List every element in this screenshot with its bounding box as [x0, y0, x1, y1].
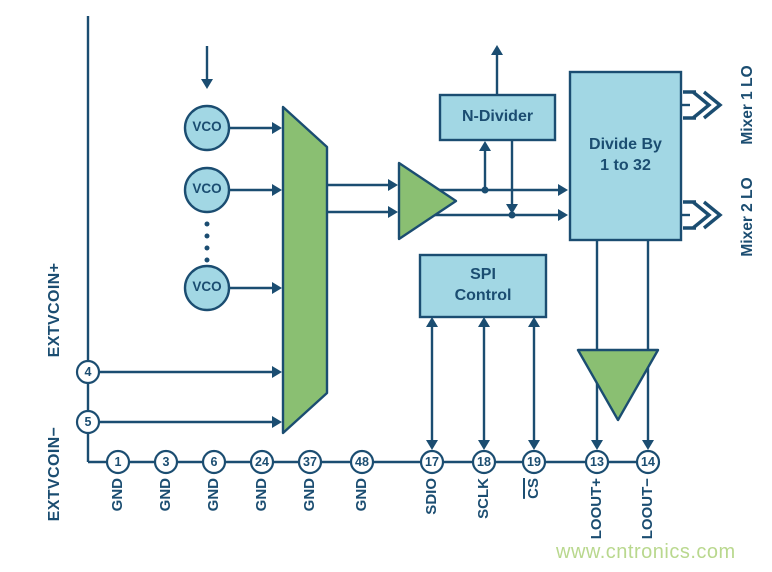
divide-by-line1: Divide By	[589, 136, 662, 154]
n-divider-label: N-Divider	[440, 95, 555, 140]
spi-line2: Control	[454, 287, 512, 304]
mixer-2-lo-label: Mixer 2 LO	[739, 177, 756, 257]
pin-circle-19	[521, 449, 547, 475]
pin-label-gnd-37: GND	[301, 478, 318, 512]
mux-to-amp-upper-arrowhead-icon	[388, 179, 398, 191]
pin-circle-14	[635, 449, 661, 475]
pin-number-37: 37	[303, 455, 317, 469]
extvcoin-plus-label: EXTVCOIN+	[46, 262, 63, 358]
pin-number-19: 19	[527, 455, 541, 469]
n-divider-block	[438, 93, 557, 142]
pin-number-1: 1	[114, 455, 122, 469]
pin-number-17: 17	[425, 455, 439, 469]
spi-line1: SPI	[470, 266, 496, 284]
vco-ellipsis-dot	[204, 245, 210, 251]
pin-label-gnd-48: GND	[353, 478, 370, 512]
sdio-down-arrowhead-icon	[426, 440, 438, 450]
pin-label-gnd-24: GND	[253, 478, 270, 512]
divide-by-label: Divide By 1 to 32	[570, 72, 681, 240]
vco-n-circle	[183, 264, 231, 312]
vco-1-label: VCO	[192, 119, 222, 134]
vco-1-circle	[183, 104, 231, 152]
vco-ellipsis-dot	[204, 233, 210, 239]
mixer2-rf-arrow-icon	[683, 200, 723, 230]
loout-minus-arrowhead-icon	[642, 440, 654, 450]
loout-plus-arrowhead-icon	[591, 440, 603, 450]
pin-number-6: 6	[210, 455, 218, 469]
mux-to-amp-lower-arrowhead-icon	[388, 206, 398, 218]
pin-label-sdio: SDIO	[423, 478, 440, 515]
spi-control-block	[418, 253, 548, 319]
ndivider-top-arrowhead-icon	[491, 45, 503, 55]
sclk-down-arrowhead-icon	[478, 440, 490, 450]
pin-number-3: 3	[162, 455, 170, 469]
mixer-1-lo-label: Mixer 1 LO	[739, 65, 756, 145]
spi-control-label: SPI Control	[420, 255, 546, 317]
vco-n-label: VCO	[192, 279, 222, 294]
extvcoin-plus-arrowhead-icon	[272, 366, 282, 378]
sdio-up-arrowhead-icon	[426, 317, 438, 327]
vco-input-arrowhead-icon	[201, 79, 213, 89]
pin-number-24: 24	[255, 455, 269, 469]
cs-up-arrowhead-icon	[528, 317, 540, 327]
vco-2-circle	[183, 166, 231, 214]
junction-dot-upper	[481, 186, 489, 194]
pin-number-13: 13	[590, 455, 604, 469]
pin-circle-5	[75, 409, 101, 435]
pin-number-5: 5	[84, 415, 92, 429]
vco2-to-mux-arrowhead-icon	[272, 184, 282, 196]
extvcoin-minus-label: EXTVCOIN−	[46, 426, 63, 522]
amp-to-divider-upper-arrowhead-icon	[558, 184, 568, 196]
pin-number-14: 14	[641, 455, 655, 469]
pin-circle-3	[153, 449, 179, 475]
pin-label-gnd-6: GND	[205, 478, 222, 512]
pin-number-48: 48	[355, 455, 369, 469]
divide-by-block	[568, 70, 683, 242]
pin-circle-18	[471, 449, 497, 475]
pin-circle-6	[201, 449, 227, 475]
pin-label-gnd-1: GND	[109, 478, 126, 512]
vco1-to-mux-arrowhead-icon	[272, 122, 282, 134]
mixer1-rf-arrow-icon	[683, 90, 723, 120]
vco-mux-shape	[281, 105, 329, 435]
buffer-amp-triangle	[397, 161, 458, 241]
pin-circle-37	[297, 449, 323, 475]
junction-dot-lower	[508, 211, 516, 219]
divide-by-line2: 1 to 32	[600, 157, 651, 174]
ndivider-output-arrowhead-icon	[506, 204, 518, 214]
pin-circle-4	[75, 359, 101, 385]
ndivider-feedback-arrowhead-icon	[479, 141, 491, 151]
pin-circle-1	[105, 449, 131, 475]
vco-ellipsis-dot	[204, 257, 210, 263]
pin-label-gnd-3: GND	[157, 478, 174, 512]
watermark: www.cntronics.com	[556, 541, 736, 563]
vco-ellipsis-dot	[204, 221, 210, 227]
pin-label-sclk: SCLK	[475, 478, 492, 519]
pin-label-cs: CS	[525, 478, 542, 499]
pin-number-18: 18	[477, 455, 491, 469]
pin-number-4: 4	[84, 365, 92, 379]
vco-2-label: VCO	[192, 181, 222, 196]
pin-circle-13	[584, 449, 610, 475]
n-divider-text: N-Divider	[461, 108, 534, 126]
cs-down-arrowhead-icon	[528, 440, 540, 450]
amp-to-divider-lower-arrowhead-icon	[558, 209, 568, 221]
pin-circle-48	[349, 449, 375, 475]
pin-circle-17	[419, 449, 445, 475]
sclk-up-arrowhead-icon	[478, 317, 490, 327]
extvcoin-minus-arrowhead-icon	[272, 416, 282, 428]
pin-circle-24	[249, 449, 275, 475]
lo-output-driver-triangle	[576, 348, 660, 422]
vco3-to-mux-arrowhead-icon	[272, 282, 282, 294]
